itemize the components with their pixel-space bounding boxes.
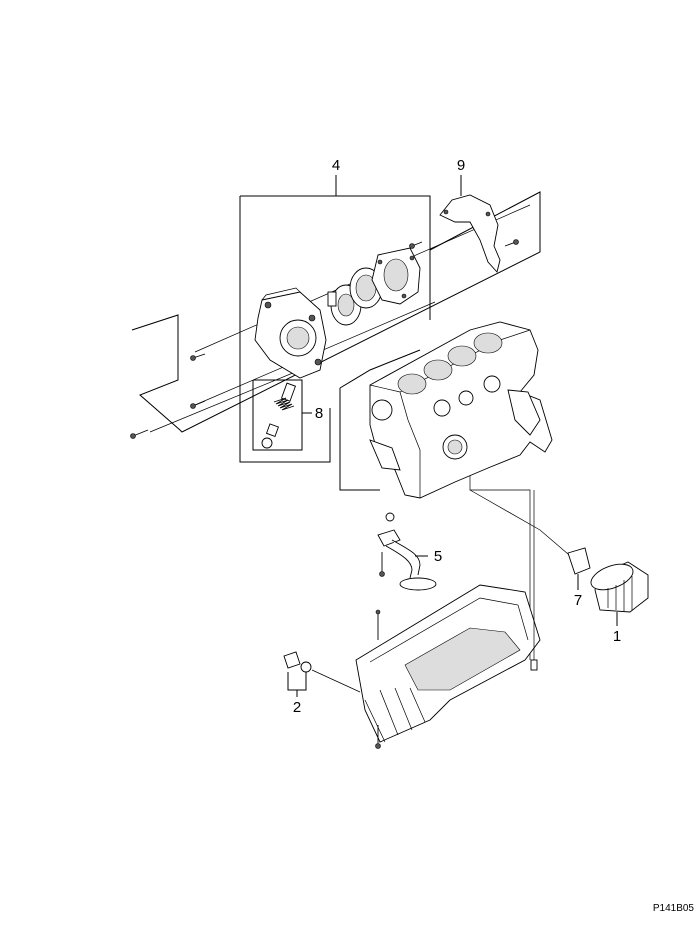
- oil-strainer: [377, 512, 437, 591]
- pump-screws: [130, 239, 519, 439]
- oil-pump-cover-plate: [371, 247, 421, 305]
- callout-4: 4: [332, 157, 340, 174]
- cylinder-block: [369, 321, 553, 499]
- oil-pump-body: [254, 287, 327, 379]
- callout-9: 9: [457, 157, 465, 174]
- oil-pan: [355, 490, 541, 749]
- callout-2: 2: [293, 699, 301, 716]
- oil-filter: [590, 561, 649, 626]
- callout-8: 8: [315, 405, 323, 422]
- front-cover-gasket: [439, 194, 501, 273]
- callout-1: 1: [613, 628, 621, 645]
- oil-filter-connector: [567, 547, 591, 590]
- drain-plug: [283, 651, 361, 697]
- figure-code: P141B05: [652, 903, 694, 914]
- callout-5: 5: [434, 548, 442, 565]
- group-8-frame: [252, 379, 312, 451]
- callout-7: 7: [574, 592, 582, 609]
- relief-valve-parts: [261, 382, 297, 449]
- group-4-frame: [239, 175, 431, 463]
